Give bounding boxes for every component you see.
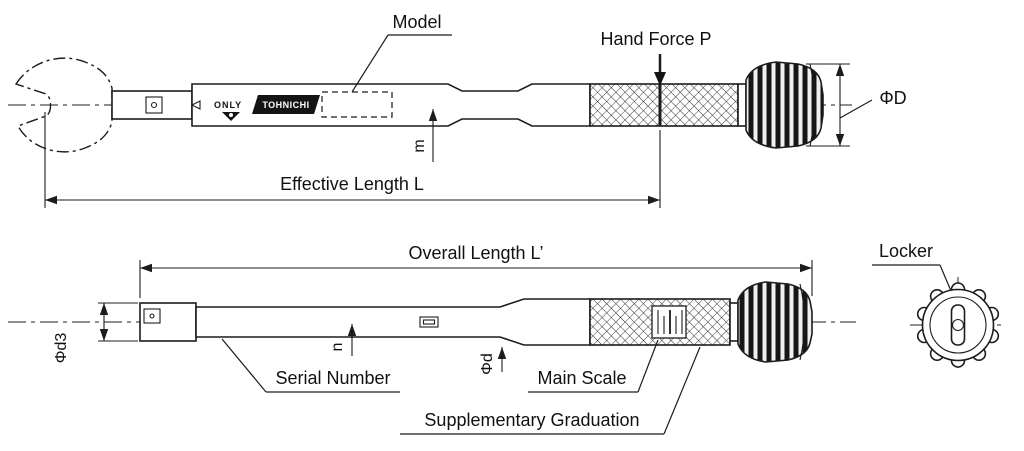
phid-label: Φd	[479, 353, 496, 375]
body-window	[419, 316, 439, 328]
locker-lever	[950, 304, 966, 346]
head-end-detail	[143, 308, 161, 324]
brand-logo-plate	[252, 95, 320, 114]
supplementary-graduation-leader	[663, 346, 701, 435]
top-view: ONLY TOHNICHI Model m Hand Force P ΦD	[8, 12, 907, 208]
main-scale-label: Main Scale	[537, 368, 626, 388]
knob-inner-ring	[929, 296, 987, 354]
only-marking: ONLY	[214, 100, 242, 110]
scale-graduations	[657, 310, 683, 334]
effective-length-label: Effective Length L	[280, 174, 424, 194]
open-end-head	[14, 57, 113, 153]
serial-number-label: Serial Number	[275, 368, 390, 388]
tohnichi-mark-dot	[229, 113, 233, 117]
adjust-knob-top	[745, 61, 824, 149]
hand-force-label: Hand Force P	[600, 29, 711, 49]
model-leader	[351, 34, 389, 93]
drive-pin	[150, 101, 158, 109]
model-area-box	[321, 91, 393, 118]
m-label: m	[411, 139, 428, 152]
phiD-leader	[839, 99, 873, 119]
wrench-body-top	[191, 83, 591, 127]
head-end-pin	[149, 313, 155, 319]
adjust-knob-bottom	[737, 281, 813, 363]
scale-window	[651, 305, 687, 339]
locker-center-pin	[951, 318, 965, 332]
brand-logo-text: TOHNICHI	[262, 100, 309, 110]
knob-collar-bottom	[729, 302, 739, 342]
knob-collar-top	[737, 83, 747, 127]
n-label: n	[329, 343, 346, 352]
locker-end-view: Locker	[872, 241, 1006, 373]
serial-number-leader	[221, 338, 267, 393]
body-window-inner	[422, 319, 436, 325]
main-scale-leader	[637, 339, 659, 393]
phiD-label: ΦD	[879, 88, 906, 108]
knob-endcap-line	[809, 63, 816, 147]
locker-label: Locker	[879, 241, 933, 261]
phid3-label: Φd3	[53, 333, 70, 364]
supplementary-graduation-label: Supplementary Graduation	[424, 410, 639, 430]
overall-length-label: Overall Length L’	[408, 243, 543, 263]
knurled-grip-top	[589, 83, 739, 127]
locker-leader	[939, 264, 952, 292]
wrench-body-bottom	[195, 298, 591, 346]
knob-endcap-line-bottom	[799, 283, 805, 361]
bottom-view: Overall Length L’ Φd3 n	[8, 243, 856, 435]
direction-arrow-icon	[190, 100, 201, 110]
square-drive	[145, 96, 163, 114]
hand-force-arrow-head	[654, 72, 666, 86]
model-label: Model	[392, 12, 441, 32]
